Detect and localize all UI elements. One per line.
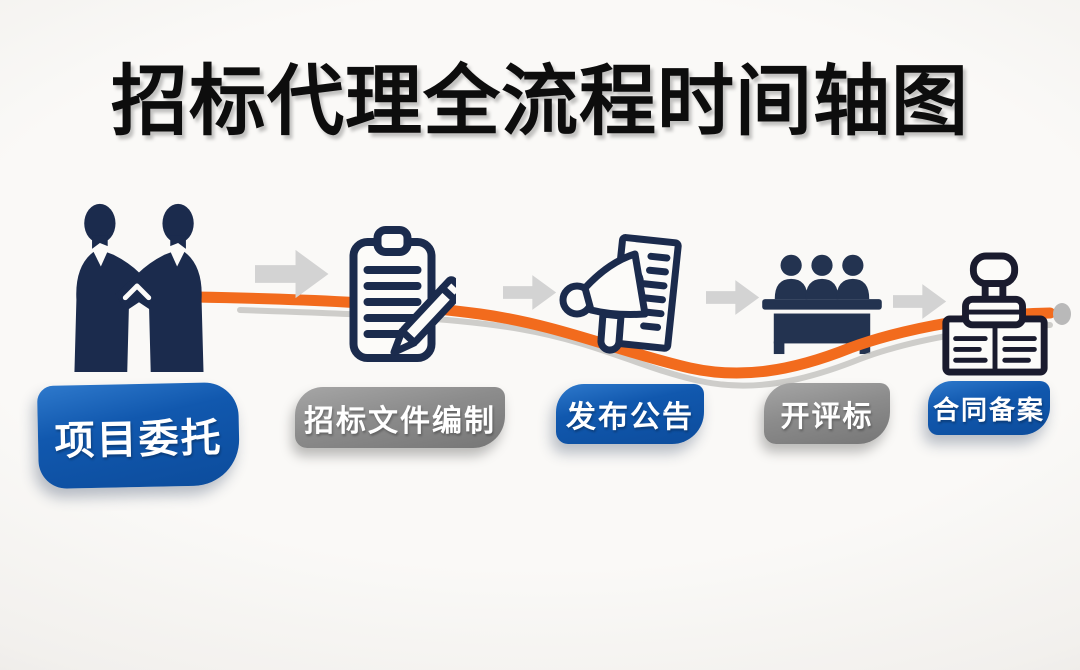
- stage-label-bid-doc-preparation: 招标文件编制: [295, 387, 505, 448]
- page-title: 招标代理全流程时间轴图: [111, 59, 969, 145]
- timeline-end-dot: [1053, 303, 1071, 325]
- stage-label-announcement: 发布公告: [556, 384, 704, 444]
- stage-label-project-commission: 项目委托: [36, 381, 241, 490]
- stage-label-contract-filing: 合同备案: [928, 381, 1050, 435]
- arrow-right-icon: [255, 245, 331, 303]
- megaphone-announcement-icon: [550, 230, 692, 358]
- handshake-icon: [34, 198, 242, 374]
- evaluation-committee-icon: [758, 247, 886, 355]
- stage-label-bid-evaluation: 开评标: [764, 383, 890, 444]
- arrow-right-icon: [706, 276, 761, 319]
- clipboard-pencil-icon: [338, 222, 456, 374]
- contract-stamp-icon: [936, 250, 1054, 380]
